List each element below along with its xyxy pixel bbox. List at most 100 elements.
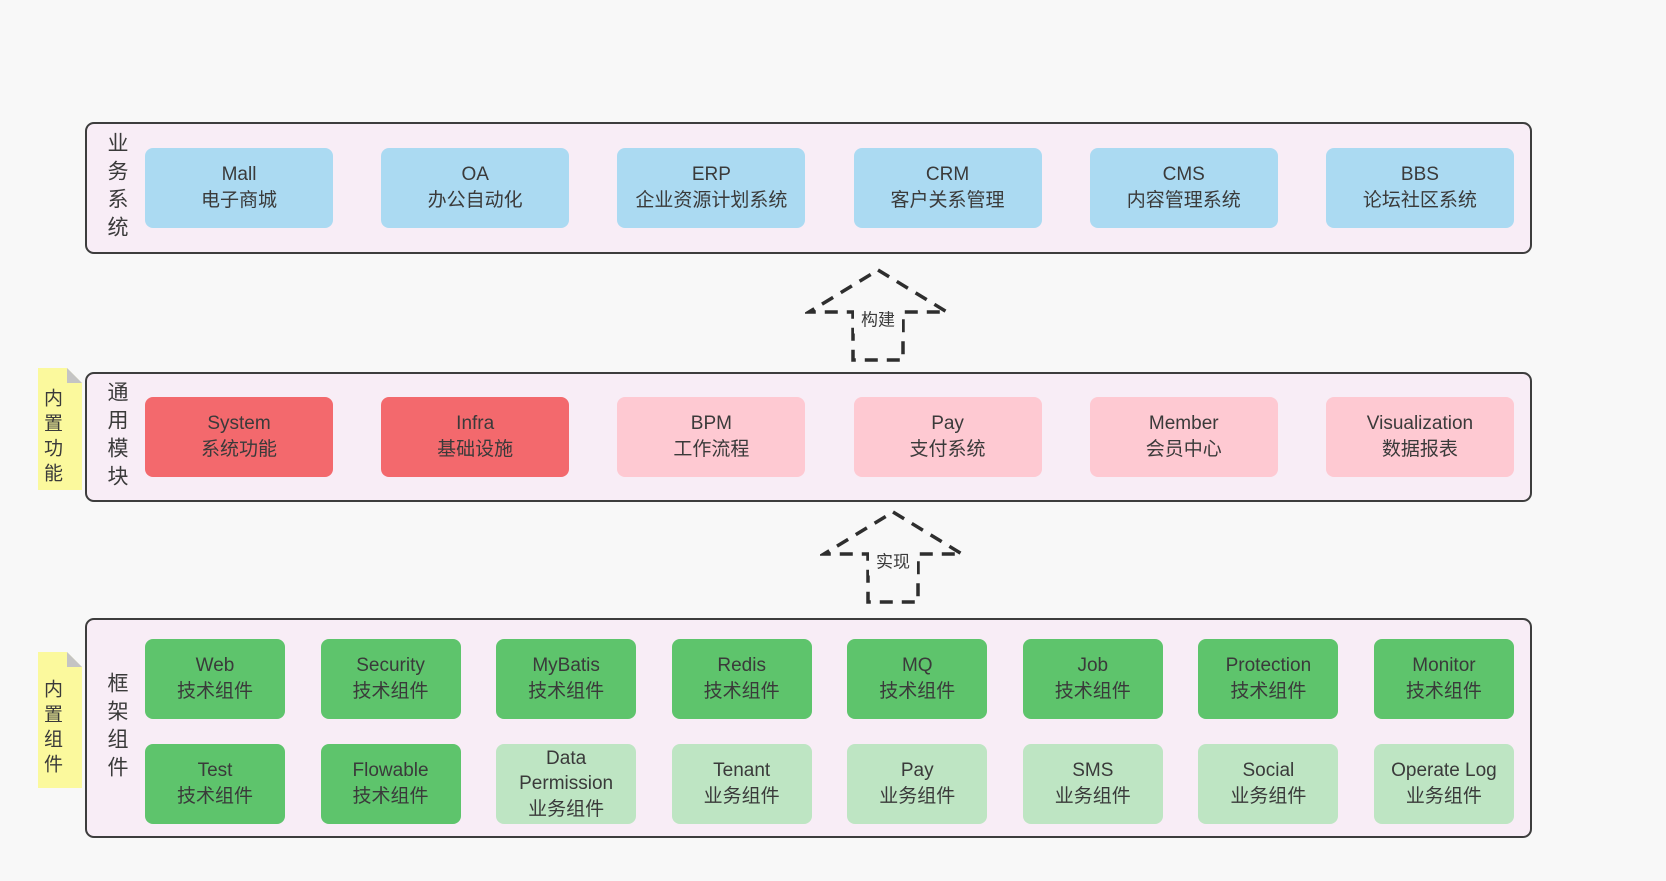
component-rows: Web 技术组件 Security 技术组件 MyBatis 技术组件 Redi…: [145, 620, 1514, 836]
box-web: Web 技术组件: [145, 639, 285, 719]
box-subtitle: 论坛社区系统: [1362, 190, 1477, 211]
box-title: Test: [197, 760, 233, 782]
box-pay-module: Pay 支付系统: [853, 397, 1042, 477]
box-subtitle: 业务组件: [1230, 786, 1307, 807]
box-system: System 系统功能: [145, 397, 333, 477]
box-cms: CMS 内容管理系统: [1089, 148, 1278, 228]
box-title: System: [207, 413, 271, 435]
business-layer-side-label: 业务系统: [105, 132, 128, 244]
box-subtitle: 业务组件: [879, 786, 956, 807]
box-subtitle: 技术组件: [1230, 681, 1307, 702]
box-erp: ERP 企业资源计划系统: [617, 148, 806, 228]
box-subtitle: 技术组件: [176, 681, 253, 702]
sticky-note-builtin-features: 内置功能: [38, 368, 82, 490]
box-subtitle: 技术组件: [1405, 681, 1482, 702]
box-subtitle: 内容管理系统: [1126, 190, 1241, 211]
box-flowable: Flowable 技术组件: [320, 744, 461, 824]
sticky-fold-icon: [67, 368, 82, 383]
sticky-fold-icon: [67, 652, 82, 667]
dashed-up-arrow-build: [805, 267, 951, 362]
box-operate-log: Operate Log 业务组件: [1373, 744, 1514, 824]
box-security: Security 技术组件: [320, 639, 461, 719]
sticky-note-builtin-components: 内置组件: [38, 652, 82, 788]
common-modules-layer: 通用模块 System 系统功能 Infra 基础设施 BPM 工作流程 Pay…: [85, 372, 1532, 502]
dashed-up-arrow-implement: [820, 509, 966, 604]
box-bbs: BBS 论坛社区系统: [1325, 148, 1514, 228]
box-subtitle: 业务组件: [528, 798, 605, 820]
sticky-label: 内置组件: [41, 679, 62, 779]
box-subtitle: 技术组件: [176, 786, 253, 807]
box-title: Mall: [221, 164, 257, 186]
box-subtitle: 技术组件: [528, 681, 605, 702]
box-tenant: Tenant 业务组件: [671, 744, 812, 824]
box-job: Job 技术组件: [1022, 639, 1163, 719]
box-mybatis: MyBatis 技术组件: [496, 639, 637, 719]
box-title: Web: [195, 655, 235, 677]
box-test: Test 技术组件: [145, 744, 285, 824]
box-title: Pay: [900, 760, 934, 782]
box-title: Protection: [1225, 655, 1312, 677]
sticky-label: 内置功能: [41, 388, 62, 488]
box-title: Redis: [717, 655, 766, 677]
module-boxes: System 系统功能 Infra 基础设施 BPM 工作流程 Pay 支付系统…: [145, 374, 1514, 500]
box-subtitle: 基础设施: [437, 439, 514, 460]
box-crm: CRM 客户关系管理: [853, 148, 1042, 228]
box-visualization: Visualization 数据报表: [1325, 397, 1514, 477]
box-title: Infra: [456, 413, 495, 435]
box-subtitle: 数据报表: [1381, 439, 1458, 460]
box-subtitle: 技术组件: [352, 786, 429, 807]
modules-layer-side-label: 通用模块: [105, 381, 128, 493]
box-title: Member: [1148, 413, 1219, 435]
box-title: Pay: [931, 413, 964, 435]
box-subtitle: 系统功能: [200, 439, 277, 460]
business-boxes: Mall 电子商城 OA 办公自动化 ERP 企业资源计划系统 CRM 客户关系…: [145, 124, 1514, 252]
component-row-2: Test 技术组件 Flowable 技术组件 Data Permission …: [145, 744, 1514, 824]
box-data-permission: Data Permission 业务组件: [496, 744, 637, 824]
box-title: OA: [461, 164, 489, 186]
box-title: Security: [356, 655, 425, 677]
box-bpm: BPM 工作流程: [617, 397, 806, 477]
box-mall: Mall 电子商城: [145, 148, 333, 228]
box-title: BPM: [690, 413, 732, 435]
box-subtitle: 办公自动化: [427, 190, 523, 211]
box-oa: OA 办公自动化: [381, 148, 570, 228]
box-subtitle: 业务组件: [1054, 786, 1131, 807]
box-infra: Infra 基础设施: [381, 397, 570, 477]
box-title: Data Permission: [519, 747, 614, 795]
box-subtitle: 技术组件: [703, 681, 780, 702]
box-title: Visualization: [1366, 413, 1474, 435]
box-title: CRM: [925, 164, 970, 186]
box-subtitle: 业务组件: [703, 786, 780, 807]
box-redis: Redis 技术组件: [671, 639, 812, 719]
box-title: Tenant: [713, 760, 771, 782]
business-systems-layer: 业务系统 Mall 电子商城 OA 办公自动化 ERP 企业资源计划系统 CRM…: [85, 122, 1532, 254]
box-title: MyBatis: [532, 655, 600, 677]
box-member: Member 会员中心: [1089, 397, 1278, 477]
box-subtitle: 工作流程: [673, 439, 750, 460]
framework-components-layer: 框架组件 Web 技术组件 Security 技术组件 MyBatis 技术组件…: [85, 618, 1532, 838]
box-subtitle: 客户关系管理: [890, 190, 1005, 211]
box-pay-component: Pay 业务组件: [847, 744, 988, 824]
box-monitor: Monitor 技术组件: [1373, 639, 1514, 719]
box-sms: SMS 业务组件: [1022, 744, 1163, 824]
box-title: CMS: [1162, 164, 1205, 186]
box-title: Operate Log: [1391, 760, 1497, 782]
box-title: Social: [1242, 760, 1295, 782]
box-title: ERP: [691, 164, 731, 186]
arrow-build-label: 构建: [854, 302, 902, 334]
box-title: Job: [1077, 655, 1109, 677]
box-subtitle: 电子商城: [200, 190, 277, 211]
component-row-1: Web 技术组件 Security 技术组件 MyBatis 技术组件 Redi…: [145, 639, 1514, 719]
box-mq: MQ 技术组件: [847, 639, 988, 719]
box-subtitle: 支付系统: [909, 439, 986, 460]
box-social: Social 业务组件: [1198, 744, 1339, 824]
box-title: SMS: [1072, 760, 1114, 782]
box-subtitle: 会员中心: [1145, 439, 1222, 460]
box-subtitle: 企业资源计划系统: [635, 190, 788, 211]
components-layer-side-label: 框架组件: [105, 672, 128, 784]
box-subtitle: 业务组件: [1405, 786, 1482, 807]
box-title: Flowable: [352, 760, 429, 782]
arrow-implement-label: 实现: [869, 544, 917, 576]
box-subtitle: 技术组件: [1054, 681, 1131, 702]
